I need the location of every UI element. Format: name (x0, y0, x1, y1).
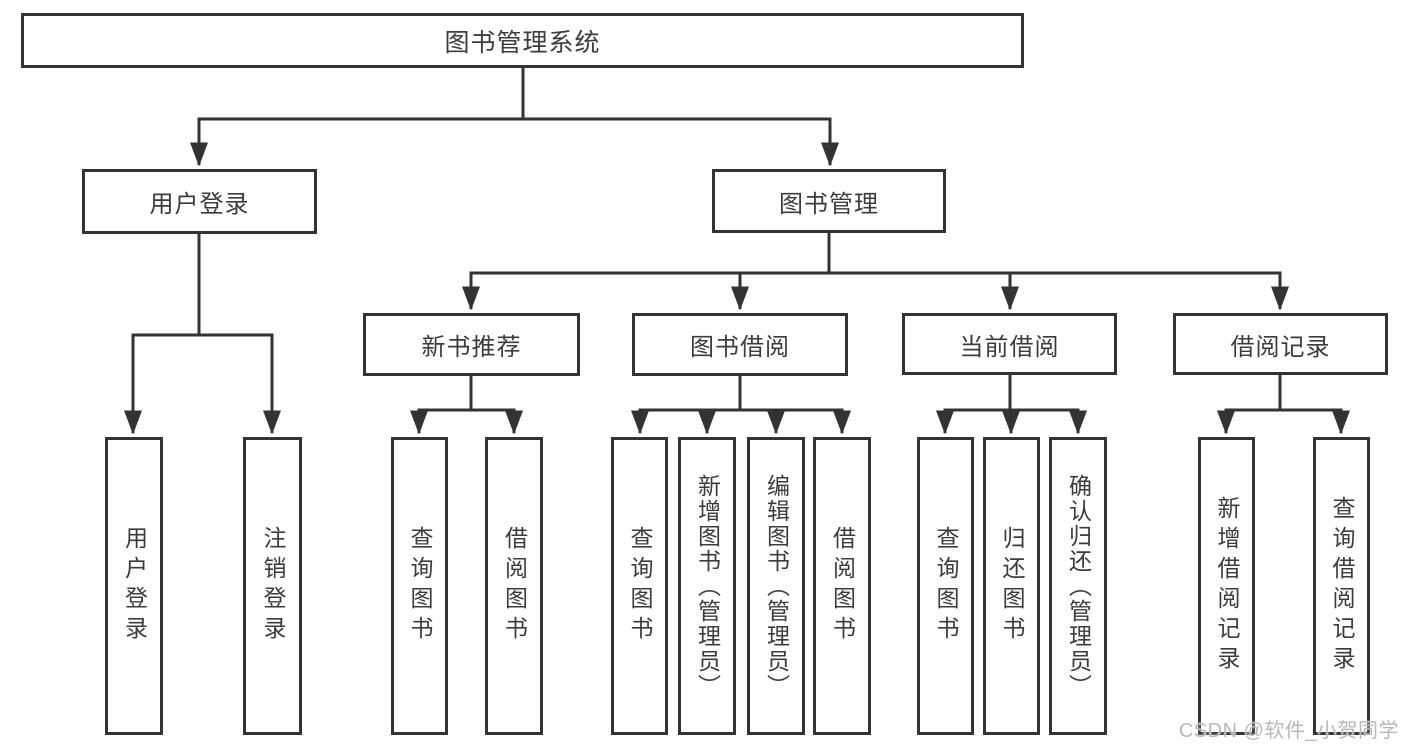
node-book-borrow: 图书借阅 (632, 313, 848, 376)
leaf-newbook-borrow-books: 借阅图书 (485, 437, 543, 735)
node-new-book-recommend: 新书推荐 (363, 313, 580, 376)
leaf-user-login: 用户登录 (105, 437, 163, 735)
node-book-management: 图书管理 (712, 169, 946, 233)
leaf-add-book-admin: 新增图书（管理员） (678, 437, 736, 735)
node-user-login: 用户登录 (82, 169, 317, 234)
leaf-return-book: 归还图书 (983, 437, 1040, 735)
node-current-borrow: 当前借阅 (902, 313, 1117, 375)
leaf-add-borrow-record: 新增借阅记录 (1198, 437, 1255, 735)
leaf-edit-book-admin: 编辑图书（管理员） (747, 437, 805, 735)
csdn-watermark: CSDN @软件_小贺同学 (1178, 720, 1399, 742)
leaf-confirm-return-admin: 确认归还（管理员） (1049, 437, 1107, 735)
leaf-borrow-borrow-books: 借阅图书 (813, 437, 871, 735)
leaf-current-query-books: 查询图书 (917, 437, 974, 735)
leaf-newbook-query-books: 查询图书 (391, 437, 448, 735)
node-borrow-record: 借阅记录 (1173, 313, 1388, 375)
leaf-logout: 注销登录 (243, 437, 302, 735)
leaf-query-borrow-record: 查询借阅记录 (1313, 437, 1370, 735)
node-library-system: 图书管理系统 (21, 13, 1024, 68)
leaf-borrow-query-books: 查询图书 (611, 437, 668, 735)
